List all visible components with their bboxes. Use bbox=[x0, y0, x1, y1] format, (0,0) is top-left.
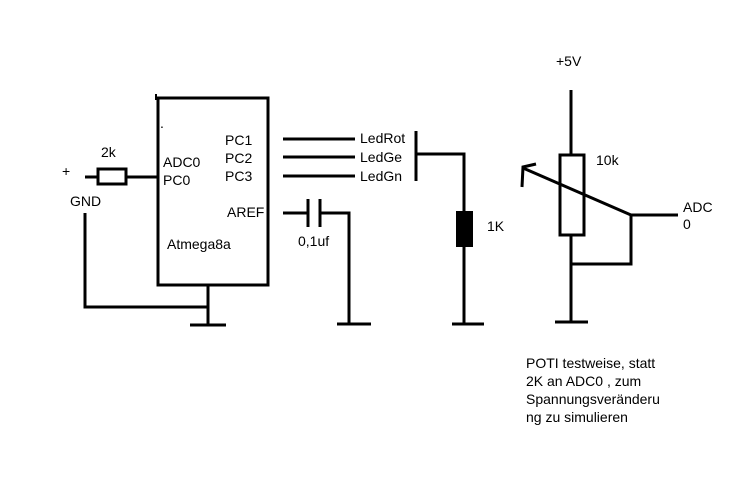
gnd-label: GND bbox=[70, 193, 101, 209]
pin-pc1-label: PC1 bbox=[225, 132, 252, 148]
aref-capacitor: 0,1uf bbox=[283, 199, 371, 326]
adc-output-label-2: 0 bbox=[683, 216, 691, 232]
pot-body bbox=[558, 153, 586, 237]
capacitor-label: 0,1uf bbox=[298, 233, 329, 249]
note-line-1: POTI testweise, statt bbox=[526, 355, 655, 371]
pot-wiper bbox=[522, 166, 632, 217]
pot-label: 10k bbox=[596, 152, 620, 168]
pot-feedback-wire bbox=[571, 215, 633, 266]
led-gn-label: LedGn bbox=[360, 168, 402, 184]
potentiometer: +5V 10k ADC 0 bbox=[520, 53, 713, 324]
pin-aref-label: AREF bbox=[227, 204, 264, 220]
chip-body bbox=[156, 96, 270, 287]
note-text: POTI testweise, statt 2K an ADC0 , zum S… bbox=[526, 355, 660, 425]
chip-dot: . bbox=[160, 115, 164, 131]
note-line-3: Spannungsveränderu bbox=[526, 391, 660, 407]
microcontroller: . ADC0 PC0 PC1 PC2 PC3 AREF Atmega8a bbox=[155, 94, 270, 327]
resistor-1k bbox=[456, 211, 473, 247]
led-common-wire bbox=[416, 152, 466, 212]
input-section: + 2k GND bbox=[62, 144, 208, 309]
resistor-2k-label: 2k bbox=[101, 144, 117, 160]
resistor-2k bbox=[96, 167, 128, 186]
led-ge-label: LedGe bbox=[360, 149, 402, 165]
led-rot-label: LedRot bbox=[360, 130, 405, 146]
note-line-2: 2K an ADC0 , zum bbox=[526, 373, 641, 389]
capacitor-ground-wire bbox=[320, 211, 351, 323]
pot-wiper-arrow bbox=[520, 162, 537, 188]
gnd-wire bbox=[83, 213, 208, 309]
pin-pc2-label: PC2 bbox=[225, 150, 252, 166]
note-line-4: ng zu simulieren bbox=[526, 409, 628, 425]
resistor-1k-label: 1K bbox=[487, 218, 505, 234]
pin-pc3-label: PC3 bbox=[225, 168, 252, 184]
vcc-label: +5V bbox=[556, 53, 582, 69]
pin-adc0-label: ADC0 bbox=[163, 154, 201, 170]
chip-name-label: Atmega8a bbox=[167, 236, 231, 252]
adc-output-label: ADC bbox=[683, 199, 713, 215]
led-outputs: LedRot LedGe LedGn 1K bbox=[283, 130, 505, 326]
plus-label: + bbox=[62, 163, 70, 179]
pin-pc0-label: PC0 bbox=[163, 172, 190, 188]
